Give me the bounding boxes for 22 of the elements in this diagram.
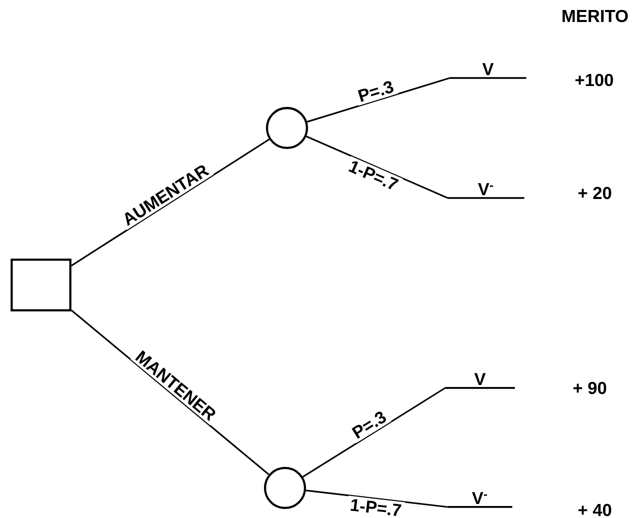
chance-circle <box>266 106 308 150</box>
branch-line <box>302 387 446 478</box>
chance-circle <box>264 466 306 510</box>
decision-box <box>10 258 72 312</box>
branch-line <box>306 77 450 123</box>
branch-line <box>70 138 270 266</box>
payoff-value: + 90 <box>573 382 606 394</box>
branch-line <box>70 310 270 476</box>
payoff-value: +100 <box>575 74 614 86</box>
outcome-branch: V$^{-}$ <box>448 183 524 199</box>
outcome-branch: V <box>445 373 515 389</box>
column-heading: MERITO <box>562 10 628 22</box>
branch-line <box>306 490 448 508</box>
outcome-branch: V$^{-}$ <box>448 492 512 508</box>
payoff-value: + 40 <box>578 504 612 516</box>
outcome-branch: V <box>450 63 526 79</box>
edge-label: 1-P=.7 <box>344 156 403 195</box>
branch-line <box>306 136 448 199</box>
edge-label: P=.3 <box>353 76 398 106</box>
edge-label: P=.3 <box>346 406 392 444</box>
edge-label: 1-P=.7 <box>346 496 406 518</box>
payoff-value: + 20 <box>578 186 612 200</box>
